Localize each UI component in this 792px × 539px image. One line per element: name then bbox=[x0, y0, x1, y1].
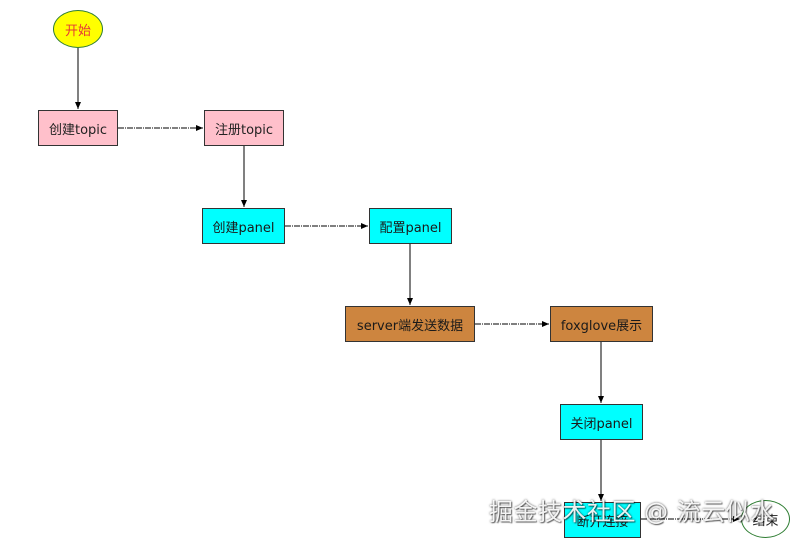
register-topic-label: 注册topic bbox=[214, 122, 274, 138]
close-panel-node: 关闭panel bbox=[560, 404, 643, 440]
disconnect-label: 断开连接 bbox=[576, 514, 629, 530]
start-node-label: 开始 bbox=[64, 23, 91, 39]
close-panel-label: 关闭panel bbox=[570, 416, 633, 432]
config-panel-label: 配置panel bbox=[379, 220, 442, 236]
create-panel-node: 创建panel bbox=[202, 208, 285, 244]
disconnect-node: 断开连接 bbox=[564, 502, 641, 538]
watermark: 掘金技术社区 @ 流云似水 bbox=[489, 498, 775, 526]
create-topic-label: 创建topic bbox=[48, 122, 108, 138]
config-panel-node: 配置panel bbox=[369, 208, 452, 244]
server-send-data-label: server端发送数据 bbox=[356, 318, 464, 334]
register-topic-node: 注册topic bbox=[204, 110, 284, 146]
foxglove-show-label: foxglove展示 bbox=[560, 318, 643, 334]
server-send-data-node: server端发送数据 bbox=[345, 306, 475, 342]
start-node: 开始 bbox=[53, 10, 103, 48]
end-node-label: 结束 bbox=[752, 513, 779, 529]
end-node: 结束 bbox=[741, 500, 790, 538]
create-panel-label: 创建panel bbox=[212, 220, 275, 236]
foxglove-show-node: foxglove展示 bbox=[550, 306, 653, 342]
create-topic-node: 创建topic bbox=[38, 110, 118, 146]
